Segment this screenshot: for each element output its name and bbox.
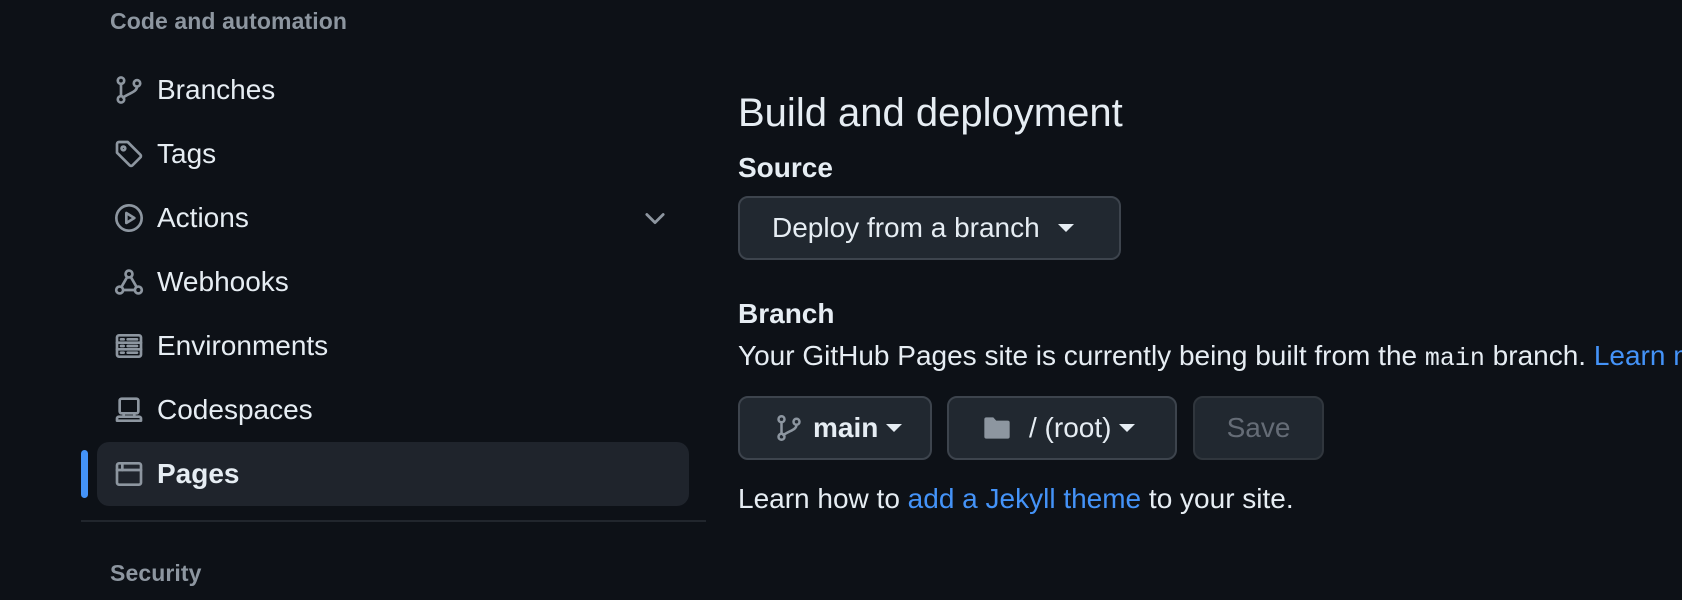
sidebar-item-label: Tags bbox=[157, 138, 217, 169]
sidebar-item-label: Environments bbox=[157, 330, 329, 361]
branch-select-value: main bbox=[813, 412, 879, 443]
sidebar-item-codespaces[interactable]: Codespaces bbox=[97, 378, 689, 442]
source-dropdown-button[interactable]: Deploy from a branch bbox=[738, 196, 1121, 260]
pages-settings-main: Build and deployment Source Deploy from … bbox=[738, 0, 1682, 600]
folder-select-button[interactable]: / (root) bbox=[947, 396, 1177, 460]
learn-more-link[interactable]: Learn more about configuring the publish… bbox=[1593, 340, 1682, 371]
branch-description-text: Your GitHub Pages site is currently bein… bbox=[738, 340, 1425, 371]
sidebar-item-branches[interactable]: Branches bbox=[97, 58, 689, 122]
source-selected-value: Deploy from a branch bbox=[772, 212, 1040, 243]
jekyll-text-before: Learn how to bbox=[738, 483, 908, 514]
branch-description-text-after: branch. bbox=[1484, 340, 1594, 371]
git-branch-icon bbox=[112, 73, 146, 107]
jekyll-theme-link[interactable]: add a Jekyll theme bbox=[907, 483, 1142, 514]
sidebar-nav-list: Branches Tags Actions bbox=[97, 58, 689, 506]
sidebar-item-label: Webhooks bbox=[157, 266, 289, 297]
sidebar-divider bbox=[81, 520, 706, 522]
sidebar-item-label: Branches bbox=[157, 74, 276, 105]
branch-name-code: main bbox=[1424, 344, 1485, 373]
settings-sidebar: Code and automation Branches Tags Action… bbox=[0, 0, 706, 600]
browser-icon bbox=[112, 457, 146, 491]
sidebar-item-webhooks[interactable]: Webhooks bbox=[97, 250, 689, 314]
webhook-icon bbox=[112, 265, 146, 299]
sidebar-item-label: Codespaces bbox=[157, 394, 313, 425]
sidebar-item-label: Actions bbox=[157, 202, 249, 233]
sidebar-item-tags[interactable]: Tags bbox=[97, 122, 689, 186]
sidebar-heading-security: Security bbox=[110, 560, 202, 586]
jekyll-theme-hint: Learn how to add a Jekyll theme to your … bbox=[738, 483, 1294, 515]
sidebar-item-label: Pages bbox=[157, 458, 240, 489]
active-item-indicator bbox=[81, 450, 88, 498]
branch-label: Branch bbox=[738, 298, 835, 329]
sidebar-heading-code-automation: Code and automation bbox=[110, 8, 348, 34]
codespaces-icon bbox=[112, 393, 146, 427]
sidebar-item-environments[interactable]: Environments bbox=[97, 314, 689, 378]
server-icon bbox=[112, 329, 146, 363]
caret-down-icon bbox=[1119, 424, 1136, 432]
page-title: Build and deployment bbox=[738, 91, 1123, 136]
caret-down-icon bbox=[1057, 224, 1074, 232]
save-button[interactable]: Save bbox=[1193, 396, 1324, 460]
caret-down-icon bbox=[886, 424, 903, 432]
folder-select-value: / (root) bbox=[1029, 412, 1112, 443]
play-circle-icon bbox=[112, 201, 146, 235]
git-branch-icon bbox=[777, 414, 801, 442]
sidebar-item-actions[interactable]: Actions bbox=[97, 186, 689, 250]
chevron-down-icon[interactable] bbox=[641, 204, 669, 232]
jekyll-text-after: to your site. bbox=[1141, 483, 1294, 514]
source-label: Source bbox=[738, 152, 833, 183]
branch-description: Your GitHub Pages site is currently bein… bbox=[738, 340, 1682, 373]
tag-icon bbox=[112, 137, 146, 171]
branch-select-button[interactable]: main bbox=[738, 396, 932, 460]
sidebar-item-pages[interactable]: Pages bbox=[97, 442, 689, 506]
folder-icon bbox=[984, 417, 1010, 439]
